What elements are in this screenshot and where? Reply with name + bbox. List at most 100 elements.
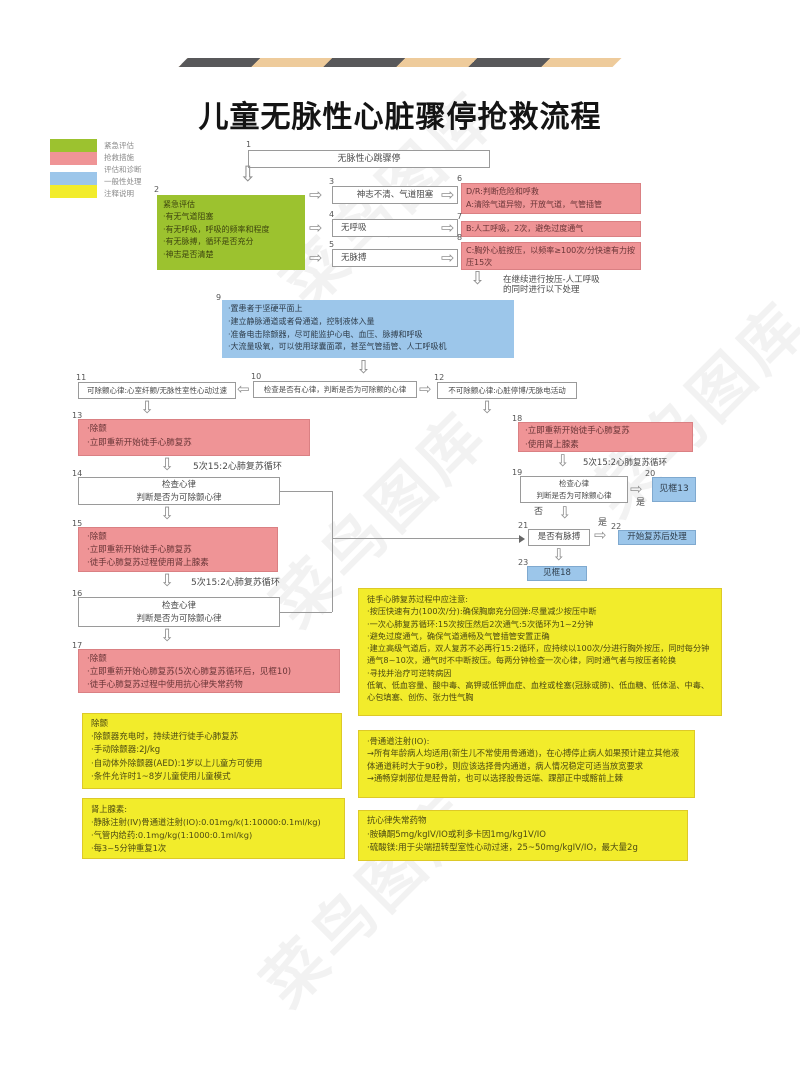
node-post-resuscitation: 开始复苏后处理 (618, 530, 696, 545)
arrow-right-icon: ⇨ (309, 185, 323, 204)
arrow-right-icon: ⇨ (441, 248, 455, 267)
node-number: 1 (246, 140, 252, 149)
node-line: D/R:判断危险和呼救 (466, 187, 539, 196)
cpr-cycle-label: 5次15:2心肺复苏循环 (193, 462, 282, 472)
node-line: ·立即重新开始徒手心肺复苏 (525, 426, 630, 436)
note-line: ·自动体外除颤器(AED):1岁以上儿童方可使用 (91, 758, 263, 769)
arrow-down-icon: ⇩ (356, 357, 372, 378)
arrow-down-icon: ⇩ (160, 455, 175, 475)
note-epinephrine: 肾上腺素: ·静脉注射(IV)骨通道注射(IO):0.01mg/k(1:1000… (82, 798, 345, 860)
caption-line: 在继续进行按压-人工呼吸 (503, 275, 600, 285)
node-pulseless-arrest: 无脉性心跳骤停 (248, 150, 490, 168)
node-number: 4 (329, 210, 335, 219)
arrowhead-right-icon (519, 535, 525, 543)
note-line: →通畅穿刺部位是胫骨前，也可以选择股骨远端、踝部正中或髂前上棘 (367, 773, 623, 784)
node-line: ·置患者于坚硬平面上 (228, 304, 303, 313)
note-title: 除颤 (91, 719, 109, 729)
node-see-box-13: 见框13 (652, 477, 696, 502)
note-line: ·除颤器充电时，持续进行徒手心肺复苏 (91, 732, 239, 743)
cpr-cycle-label: 5次15:2心肺复苏循环 (583, 458, 667, 468)
node-number: 2 (154, 185, 160, 194)
node-defib-restart-cpr: ·除颤 ·立即重新开始徒手心肺复苏 (78, 419, 310, 456)
node-number: 15 (72, 519, 83, 528)
node-no-pulse: 无脉搏 (332, 249, 458, 267)
node-number: 10 (251, 372, 262, 381)
caption-line: 的同时进行以下处理 (503, 285, 580, 296)
note-line: ·每3~5分钟重复1次 (91, 842, 167, 853)
note-line: →所有年龄病人均适用(新生儿不常使用骨通道)，在心搏停止病人如果预计建立其他液体… (367, 748, 680, 771)
arrow-right-icon: ⇨ (309, 218, 323, 237)
legend-swatch-note (50, 185, 97, 198)
node-rhythm-check: 检查是否有心律，判断是否为可除颤的心律 (253, 381, 417, 398)
node-number: 3 (329, 177, 335, 186)
node-number: 17 (72, 641, 83, 650)
node-line: ·立即重新开始徒手心肺复苏 (87, 545, 192, 556)
node-number: 22 (611, 522, 622, 531)
node-line: ·立即重新开始心肺复苏(5次心肺复苏循环后，见框10) (87, 667, 292, 678)
node-number: 7 (457, 212, 463, 221)
node-unconscious-airway: 神志不清、气道阻塞 (332, 186, 458, 204)
node-line: A:清除气道异物，开放气道，气管插管 (466, 199, 603, 209)
note-line: ·寻找并治疗可逆转病因 (367, 667, 452, 678)
connector-line (280, 612, 332, 613)
node-line: ·有无气道阻塞 (163, 212, 214, 222)
node-line: ·徒手心肺复苏过程使用肾上腺素 (87, 558, 209, 569)
legend-label: 一般性处理 (104, 177, 142, 186)
node-title: 紧急评估 (163, 200, 195, 209)
arrow-right-icon: ⇨ (441, 185, 455, 204)
node-no-breathing: 无呼吸 (332, 219, 458, 237)
node-number: 8 (457, 233, 463, 242)
note-line: ·避免过度通气，确保气道通畅及气管插管安置正确 (367, 630, 550, 641)
node-number: 20 (645, 469, 656, 478)
node-number: 11 (76, 373, 87, 382)
note-line: ·手动除颤器:2J/kg (91, 745, 161, 756)
node-line: 检查心律 (161, 601, 196, 611)
note-cpr-cautions: 徒手心肺复苏过程中应注意: ·按压快速有力(100次/分):确保胸廓充分回弹:尽… (358, 588, 722, 716)
node-pulse-check: 是否有脉搏 (528, 529, 590, 546)
note-line: ·建立高级气道后，双人复苏不必再行15:2循环，应持续以100次/分进行胸外按压… (367, 643, 710, 666)
node-line: ·除颤 (87, 424, 107, 434)
connector-line (332, 491, 333, 612)
node-number: 21 (518, 521, 529, 530)
yes-label: 是 (598, 518, 608, 528)
note-line: ·胺碘酮5mg/kgIV/IO或利多卡因1mg/kg1V/IO (367, 829, 546, 840)
continue-caption: 在继续进行按压-人工呼吸 的同时进行以下处理 (503, 275, 600, 295)
node-restart-cpr-epinephrine: ·立即重新开始徒手心肺复苏 ·使用肾上腺素 (518, 422, 693, 452)
note-title: ·骨通道注射(IO): (367, 736, 430, 746)
node-line: ·有无脉搏，循环是否充分 (163, 237, 254, 247)
node-line: ·准备电击除颤器，尽可能监护心电、血压、脉搏和呼吸 (228, 329, 423, 339)
arrow-down-icon: ⇩ (239, 162, 257, 186)
connector-line (332, 538, 520, 539)
note-line: 低氧、低血容量、酸中毒、高钾或低钾血症、血栓或栓塞(冠脉或肺)、低血糖、低体温、… (367, 680, 710, 703)
node-rescue-breathing: B:人工呼吸，2次，避免过度通气 (461, 221, 641, 237)
page-title: 儿童无脉性心脏骤停抢救流程 (198, 100, 602, 135)
node-number: 12 (434, 373, 445, 382)
legend-label: 注释说明 (104, 189, 134, 198)
arrow-right-icon: ⇨ (630, 480, 643, 498)
node-defib-cpr-epinephrine: ·除颤 ·立即重新开始徒手心肺复苏 ·徒手心肺复苏过程使用肾上腺素 (78, 527, 278, 572)
node-line: 检查心律 (559, 479, 589, 488)
node-line: 检查心律 (161, 480, 196, 490)
node-rhythm-recheck-3: 检查心律 判断是否为可除颤心律 (520, 476, 628, 503)
arrow-down-icon: ⇩ (552, 545, 566, 564)
yes-label: 是 (636, 498, 646, 508)
node-nonshockable-rhythm: 不可除颤心律:心脏停博/无脉电活动 (437, 382, 577, 399)
legend-label: 评估和诊断 (104, 165, 142, 174)
node-line: ·神志是否清楚 (163, 249, 214, 259)
node-line: 判断是否为可除颤心律 (136, 492, 222, 503)
cpr-cycle-label: 5次15:2心肺复苏循环 (191, 578, 280, 588)
arrow-left-icon: ⇦ (237, 380, 250, 398)
node-number: 13 (72, 411, 83, 420)
note-io-injection: ·骨通道注射(IO): →所有年龄病人均适用(新生儿不常使用骨通道)，在心搏停止… (358, 730, 695, 798)
node-number: 14 (72, 469, 83, 478)
node-defib-cpr-antiarrhythmic: ·除颤 ·立即重新开始心肺复苏(5次心肺复苏循环后，见框10) ·徒手心肺复苏过… (78, 649, 340, 693)
arrow-down-icon: ⇩ (160, 626, 175, 646)
legend-label: 抢救措施 (104, 153, 134, 162)
node-emergency-assessment: 紧急评估 ·有无气道阻塞 ·有无呼吸，呼吸的频率和程度 ·有无脉搏，循环是否充分… (157, 195, 305, 270)
arrow-down-icon: ⇩ (558, 503, 572, 522)
arrow-right-icon: ⇨ (594, 526, 607, 544)
arrow-down-icon: ⇩ (160, 571, 175, 591)
note-defibrillation: 除颤 ·除颤器充电时，持续进行徒手心肺复苏 ·手动除颤器:2J/kg ·自动体外… (82, 713, 342, 789)
node-line: ·使用肾上腺素 (525, 439, 579, 450)
